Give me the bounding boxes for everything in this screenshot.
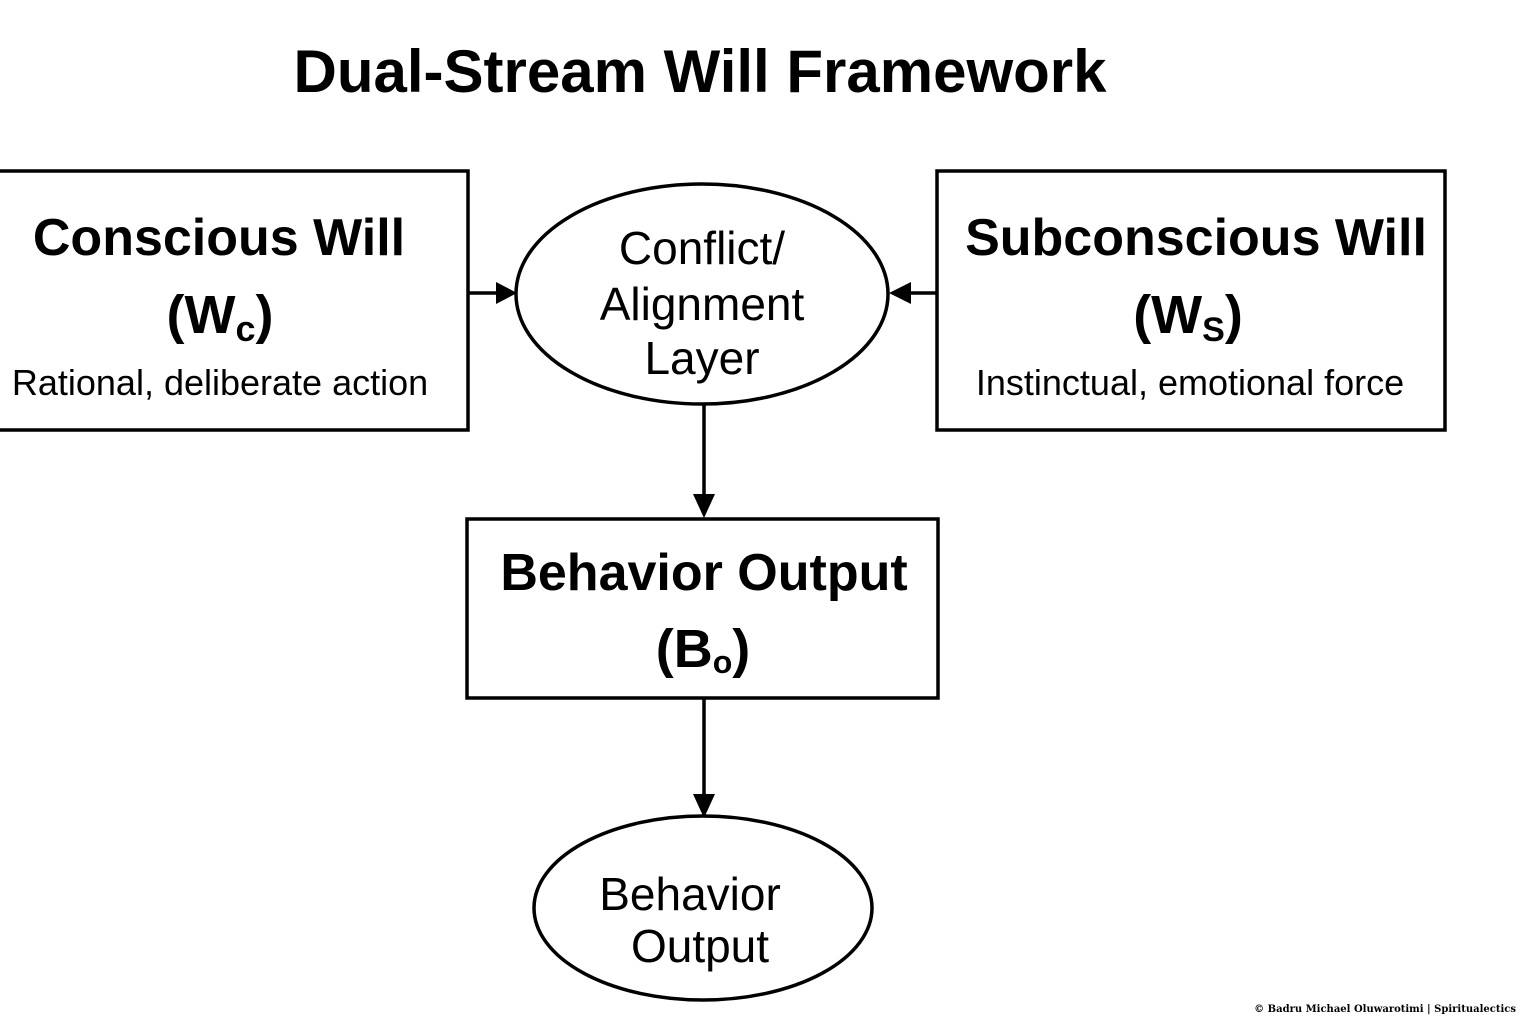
behavior-ellipse-line2: Output [631,920,769,972]
subconscious-will-title: Subconscious Will [965,209,1427,267]
subconscious-will-symbol: (WS) [1133,285,1243,349]
behavior-output-ellipse: Behavior Output [532,814,874,1002]
subconscious-will-box: Subconscious Will (WS) Instinctual, emot… [935,169,1447,432]
arrow-behavior-box-to-ellipse [693,698,715,818]
conflict-layer-line2: Alignment [600,278,805,330]
diagram-title: Dual-Stream Will Framework [293,38,1107,105]
conflict-layer-line1: Conflict/ [619,222,785,274]
arrow-subconscious-to-conflict [889,282,937,304]
copyright-footer: © Badru Michael Oluwarotimi | Spirituale… [1254,1004,1516,1015]
behavior-ellipse-line1: Behavior [599,868,781,920]
conscious-will-description: Rational, deliberate action [12,362,428,403]
conscious-will-title: Conscious Will [33,209,405,267]
behavior-output-symbol: (Bo) [656,619,751,680]
conflict-alignment-layer: Conflict/ Alignment Layer [514,182,890,406]
conscious-will-symbol: (Wc) [167,285,274,349]
arrow-conscious-to-conflict [468,282,517,304]
arrow-conflict-to-behavior-box [693,404,715,518]
behavior-output-title: Behavior Output [500,544,907,602]
subconscious-will-description: Instinctual, emotional force [976,362,1404,403]
conscious-will-box: Conscious Will (Wc) Rational, deliberate… [0,169,470,432]
conflict-layer-line3: Layer [644,332,759,384]
behavior-output-box: Behavior Output (Bo) [465,517,940,700]
